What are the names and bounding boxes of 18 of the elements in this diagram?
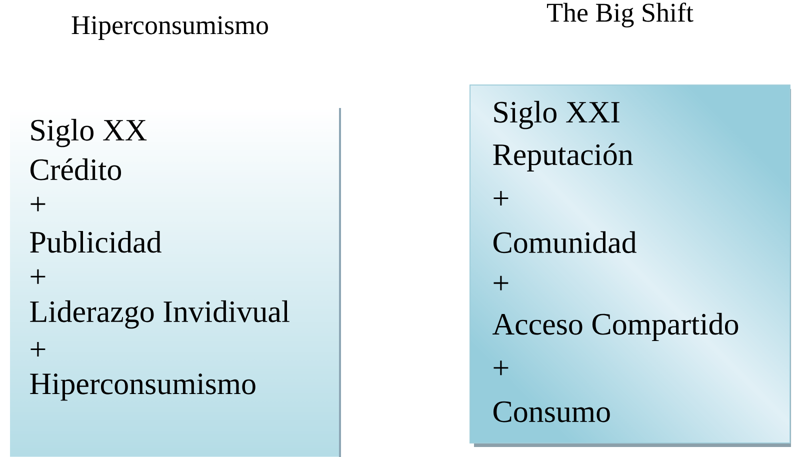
list-item: + (30, 342, 46, 356)
list-item: Crédito (30, 158, 122, 180)
list-item: Publicidad (30, 230, 162, 253)
list-item: Consumo (493, 401, 610, 422)
column-heading: Hiperconsumismo (72, 16, 268, 40)
list-item: Siglo XXI (494, 100, 620, 130)
list-item: Acceso Compartido (492, 312, 738, 342)
list-item: + (494, 191, 508, 206)
list-item: Comunidad (493, 231, 636, 254)
list-item: Hiperconsumismo (30, 374, 256, 401)
column-heading: The Big Shift (547, 2, 694, 28)
list-item: + (30, 196, 46, 212)
list-item: Siglo XX (31, 118, 147, 148)
list-item: + (494, 360, 508, 376)
list-item: Liderazgo Invidivual (30, 300, 290, 329)
list-item: Reputación (493, 143, 633, 172)
list-item: + (494, 276, 508, 290)
list-item: + (30, 269, 46, 284)
